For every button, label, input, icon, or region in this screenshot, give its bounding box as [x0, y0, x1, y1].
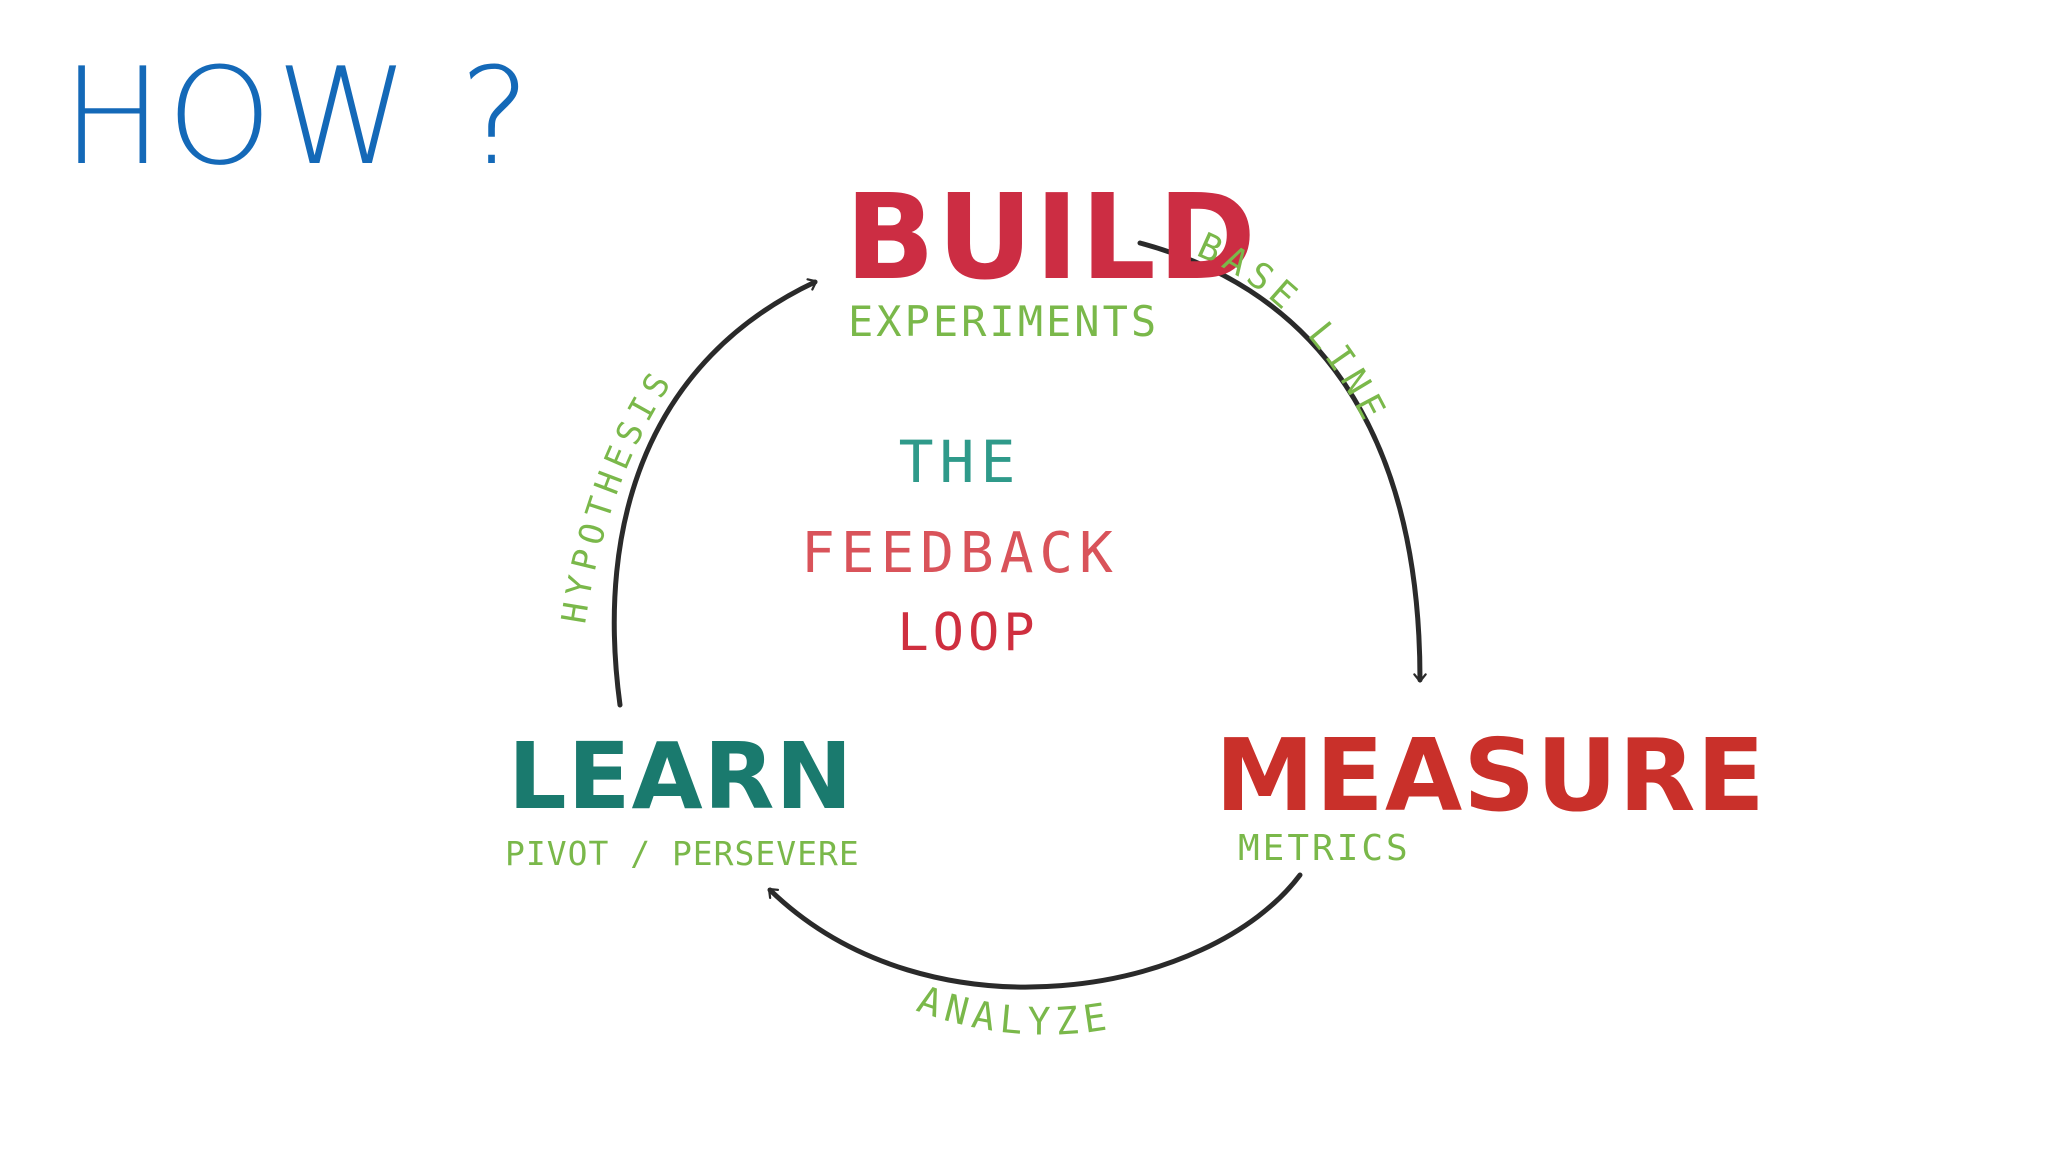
build-label: BUILD: [845, 168, 1258, 306]
center-feedback: FEEDBACK: [801, 521, 1119, 586]
center-the: THE: [899, 428, 1022, 496]
arrow-build-to-measure: [1137, 240, 1427, 683]
hypothesis-label-text: HYPOTHESIS: [554, 361, 676, 626]
measure-label: MEASURE: [1215, 717, 1766, 834]
baseline-label-text: BASE LINE: [1191, 226, 1389, 432]
build-sublabel: EXPERIMENTS: [848, 297, 1159, 346]
arrow-learn-to-build: [611, 278, 818, 708]
arrow-measure-to-learn: [767, 872, 1303, 990]
center-loop: LOOP: [897, 603, 1038, 663]
hypothesis-label: HYPOTHESIS: [554, 361, 682, 626]
measure-sublabel: METRICS: [1238, 828, 1411, 869]
baseline-label: BASE LINE: [1191, 226, 1395, 432]
learn-label: LEARN: [508, 723, 854, 830]
learn-sublabel: PIVOT / PERSEVERE: [505, 834, 860, 873]
slide-title: HOW ?: [62, 39, 535, 195]
